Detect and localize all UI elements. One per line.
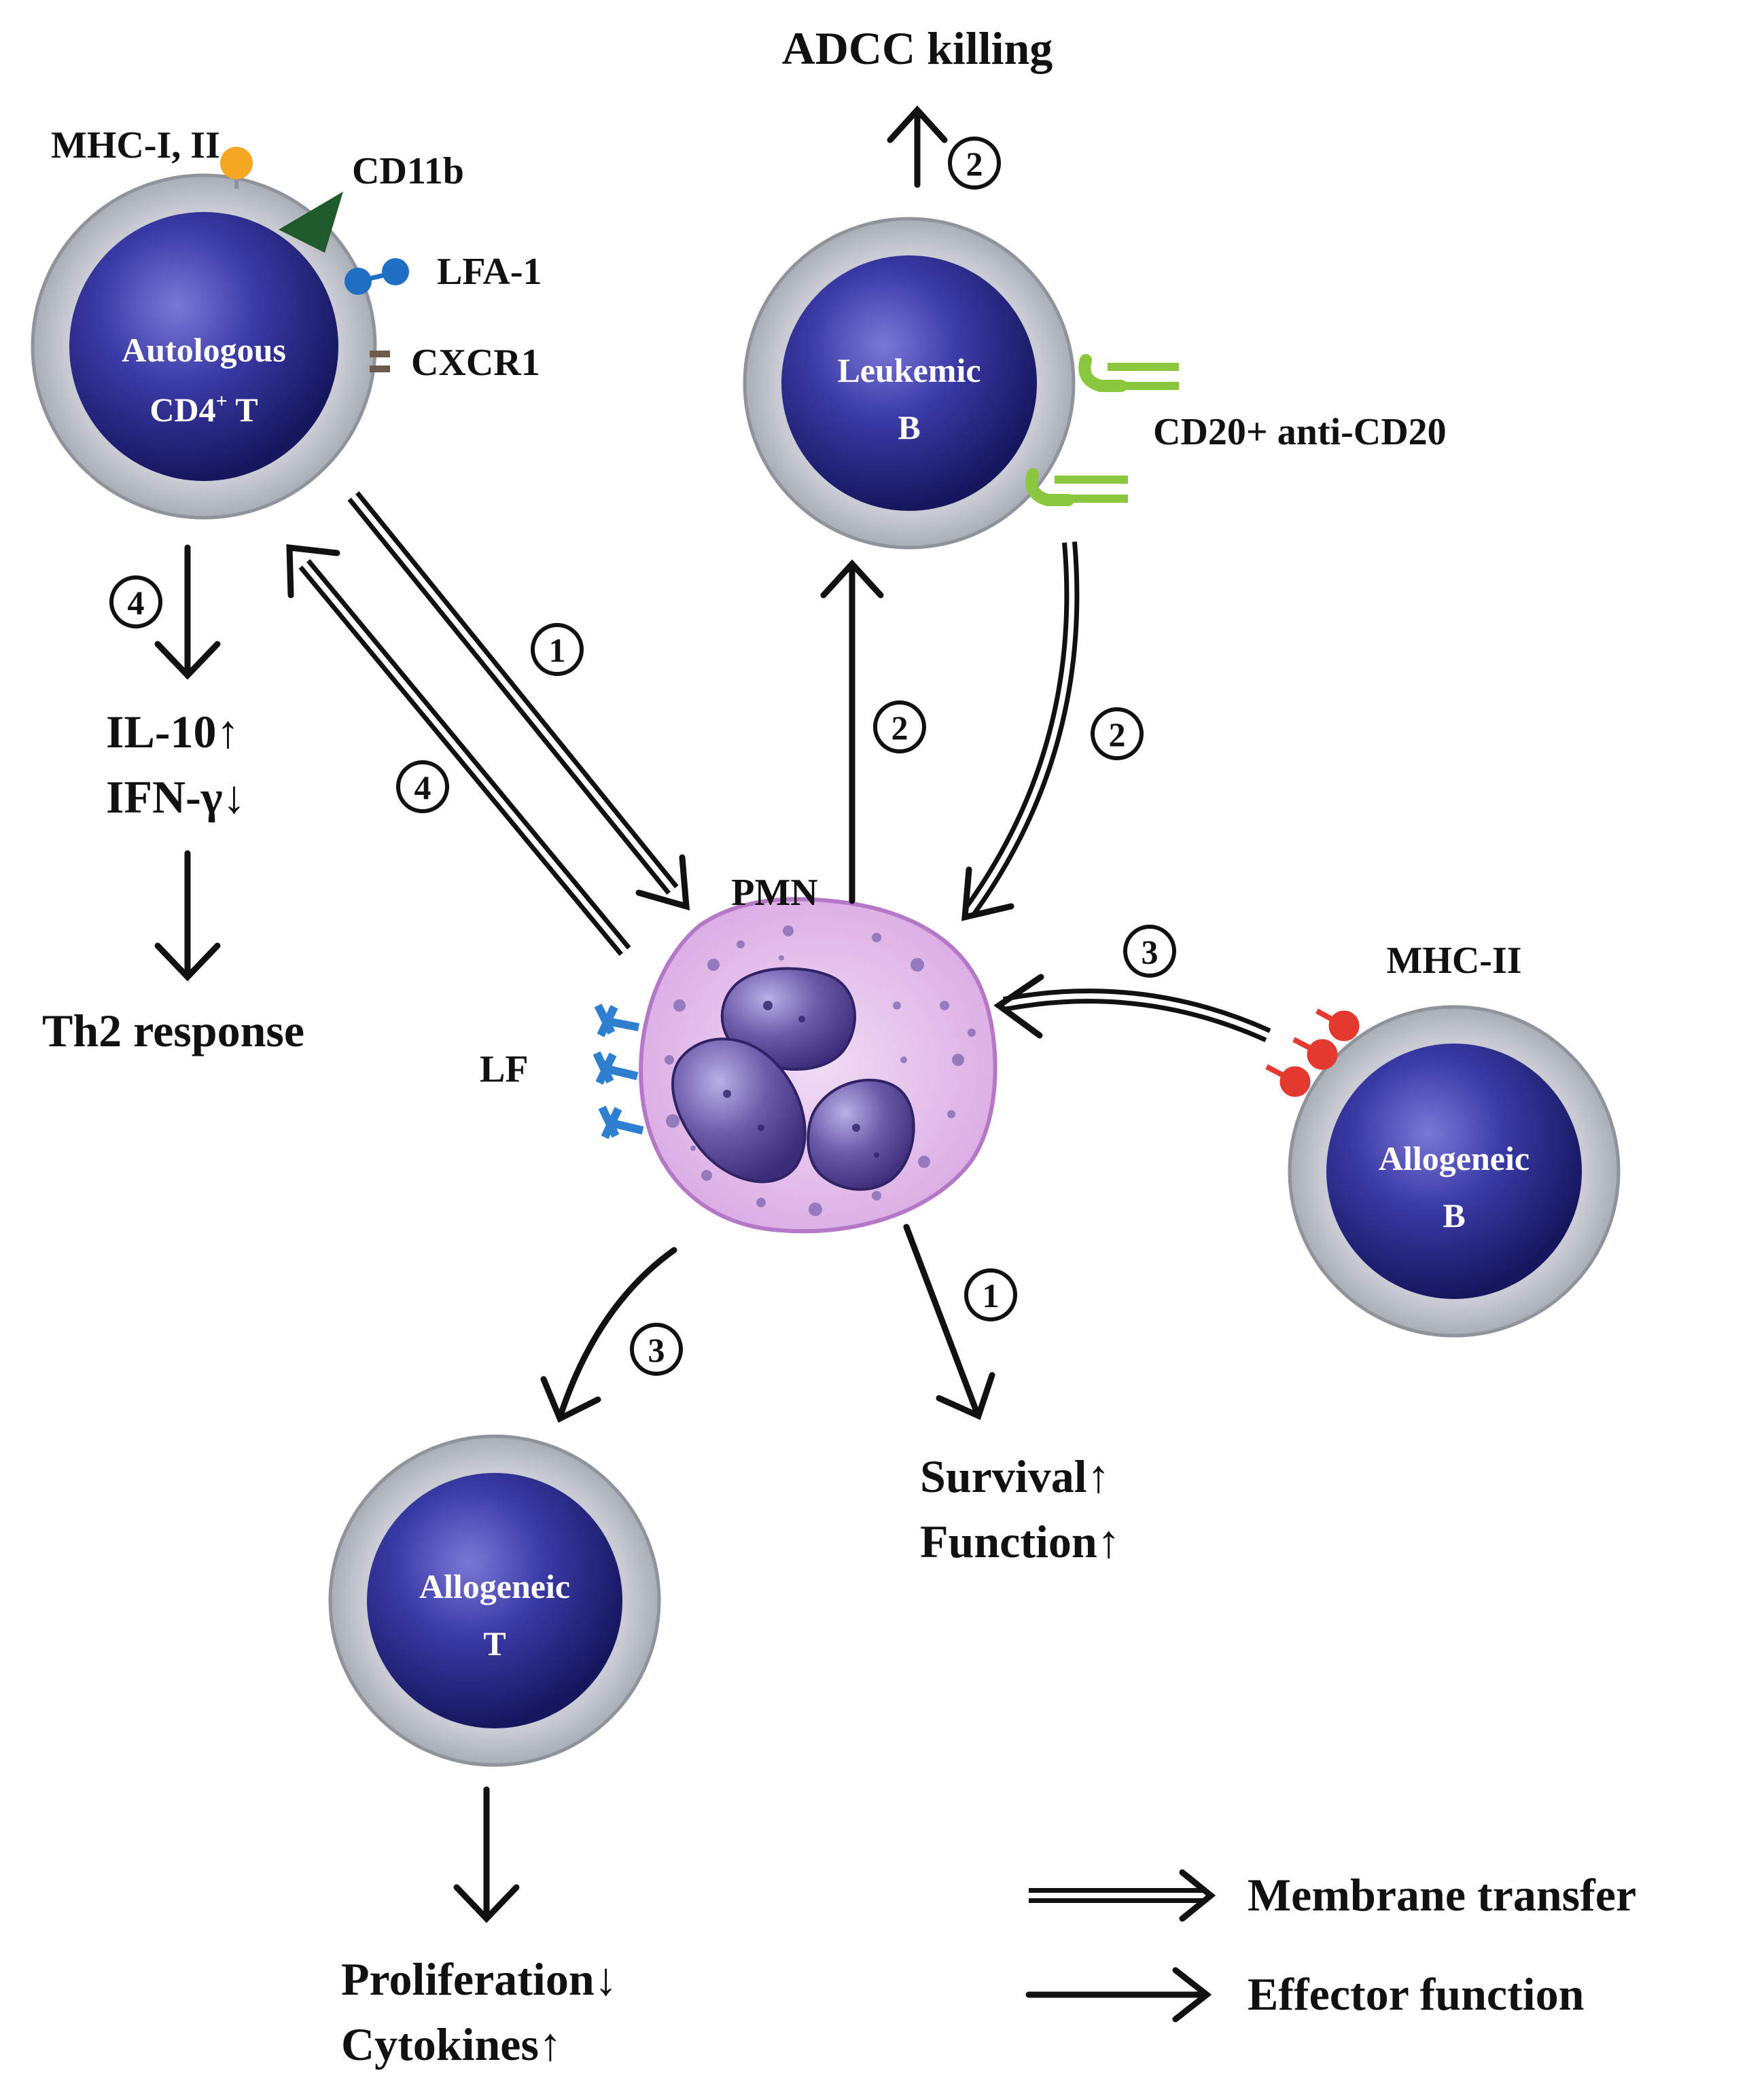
proliferation-label: Proliferation↓: [341, 1953, 618, 2005]
svg-text:4: 4: [414, 768, 431, 806]
step-2-membrane-transfer-arrow: [961, 541, 1080, 921]
svg-text:CD4+ T: CD4+ T: [149, 390, 258, 429]
step-3-badge-right: 3: [1123, 925, 1176, 978]
step-4-effector-arrow: [154, 544, 221, 680]
legend-membrane-transfer-label: Membrane transfer: [1248, 1869, 1636, 1921]
ifn-gamma-label: IFN-γ↓: [106, 771, 246, 823]
step-4-membrane-transfer-arrow: [286, 544, 631, 957]
lfa-1-label: LFA-1: [437, 251, 542, 293]
cd20-anti-cd20-marker-lower: [1025, 468, 1128, 506]
proliferation-effector-arrow: [453, 1786, 520, 1923]
step-1-badge-upper: 1: [531, 623, 584, 676]
mhc-ii-label: MHC-II: [1386, 940, 1521, 982]
adcc-effector-arrow: [887, 105, 948, 188]
allogeneic-b-label-line2: B: [1443, 1196, 1465, 1234]
legend-membrane-transfer-arrow: [1029, 1869, 1216, 1922]
svg-text:4: 4: [128, 584, 145, 622]
lf-label: LF: [480, 1048, 529, 1090]
cytokines-label: Cytokines↑: [341, 2018, 562, 2070]
svg-text:3: 3: [1142, 933, 1159, 971]
step-4-badge-left: 4: [109, 575, 162, 628]
step-3-effector-arrow: [540, 1247, 677, 1423]
legend-effector-function-label: Effector function: [1248, 1968, 1584, 2020]
allogeneic-b-label-line1: Allogeneic: [1379, 1139, 1530, 1177]
mhc-i-ii-marker: [220, 147, 253, 189]
svg-text:3: 3: [648, 1331, 665, 1369]
step-2-badge-center: 2: [873, 700, 926, 753]
leukemic-b-label-line2: B: [898, 408, 920, 446]
mhc-i-ii-label: MHC-I, II: [51, 124, 220, 166]
step-2-effector-arrow: [820, 559, 884, 904]
th2-effector-arrow: [154, 850, 221, 982]
step-3-membrane-transfer-arrow: [993, 974, 1271, 1043]
cxcr1-label: CXCR1: [411, 342, 540, 384]
adcc-killing-label: ADCC killing: [782, 22, 1053, 74]
svg-text:2: 2: [891, 709, 908, 747]
svg-text:2: 2: [1109, 715, 1126, 753]
cd11b-label: CD11b: [352, 150, 464, 192]
allogeneic-t-cell: Allogeneic T: [328, 1434, 661, 1767]
step-3-badge-lower: 3: [630, 1323, 683, 1376]
autologous-t-label-line1: Autologous: [122, 331, 286, 369]
il-10-label: IL-10↑: [106, 706, 239, 758]
legend-effector-function-arrow: [1025, 1967, 1212, 2023]
step-1-membrane-transfer-arrow: [347, 491, 690, 911]
autologous-cd4-t-cell: Autologous CD4+ T: [31, 173, 377, 520]
allogeneic-b-cell: Allogeneic B: [1288, 1005, 1621, 1338]
pmn-neutrophil: [639, 897, 997, 1234]
lf-marker-1: [594, 1003, 640, 1037]
survival-label: Survival↑: [920, 1451, 1110, 1502]
cxcr1-marker: [370, 351, 390, 372]
cd11b-marker: [279, 192, 343, 253]
cd20-anti-cd20-marker-upper: [1078, 354, 1179, 392]
mhc-ii-marker: [1265, 1008, 1360, 1097]
svg-text:1: 1: [549, 631, 566, 669]
lfa-1-marker: [344, 258, 409, 295]
svg-text:2: 2: [966, 145, 983, 183]
allogeneic-t-label-line2: T: [483, 1624, 506, 1662]
th2-response-label: Th2 response: [42, 1005, 304, 1056]
svg-text:1: 1: [983, 1277, 1000, 1315]
legend: Membrane transfer Effector function: [1025, 1869, 1636, 2023]
lf-marker-2: [593, 1051, 639, 1085]
lf-marker-3: [598, 1105, 644, 1139]
cd20-anti-cd20-label: CD20+ anti-CD20: [1153, 411, 1447, 453]
autologous-t-label-cd4: CD4: [149, 391, 215, 429]
step-2-badge-right: 2: [1091, 707, 1144, 760]
step-2-badge-top: 2: [948, 137, 1001, 190]
step-4-badge-center: 4: [396, 760, 449, 813]
leukemic-b-label-line1: Leukemic: [837, 351, 980, 389]
function-label: Function↑: [920, 1516, 1120, 1567]
leukemic-b-cell: Leukemic B: [743, 217, 1076, 550]
allogeneic-t-label-line1: Allogeneic: [419, 1567, 570, 1605]
autologous-t-label-sup: +: [216, 390, 228, 412]
step-1-badge-lower: 1: [964, 1268, 1017, 1321]
step-1-effector-arrow: [903, 1224, 995, 1421]
autologous-t-label-t: T: [228, 391, 258, 429]
pmn-label: PMN: [731, 872, 818, 914]
